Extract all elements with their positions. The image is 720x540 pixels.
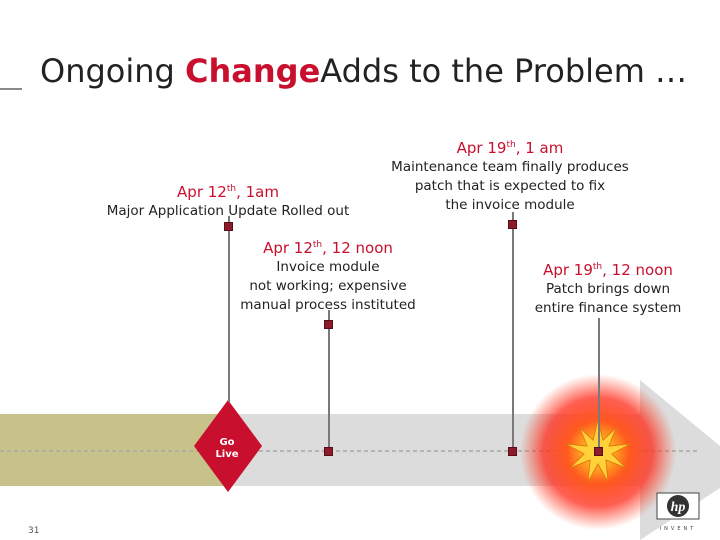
hp-logo-tagline: INVENT	[659, 526, 697, 532]
go-live-label: Go Live	[215, 437, 239, 460]
event-3-desc-1: Maintenance team finally produces	[391, 159, 629, 175]
event-4-date: Apr 19th, 12 noon	[543, 261, 673, 279]
event-2-desc-2: not working; expensive	[249, 278, 407, 294]
event-3-desc-3: the invoice module	[445, 197, 575, 213]
event-stem-2	[328, 310, 330, 452]
title-rule	[0, 88, 22, 90]
event-marker-1	[224, 222, 233, 231]
event-3-desc-2: patch that is expected to fix	[414, 178, 606, 194]
event-stem-1	[228, 216, 230, 402]
event-stem-3	[512, 212, 514, 452]
event-2: Apr 12th, 12 noon Invoice module not wor…	[228, 236, 428, 315]
title-lead: Ongoing	[40, 52, 186, 90]
go-live-diamond	[194, 400, 262, 492]
event-3-date: Apr 19th, 1 am	[456, 139, 564, 157]
track-marker-3	[508, 447, 517, 456]
event-4-desc-1: Patch brings down	[545, 281, 671, 297]
timeline-past-section	[0, 414, 228, 486]
event-3: Apr 19th, 1 am Maintenance team finally …	[378, 136, 642, 215]
event-marker-3	[508, 220, 517, 229]
event-1: Apr 12th, 1am Major Application Update R…	[90, 180, 366, 221]
hp-logo-icon: hp	[656, 492, 700, 520]
event-1-desc: Major Application Update Rolled out	[106, 203, 350, 219]
event-stem-4	[598, 318, 600, 452]
event-4-desc-2: entire finance system	[534, 300, 682, 316]
title-accent-word: Change	[185, 52, 321, 90]
title-rest: Adds to the Problem …	[320, 52, 688, 90]
event-2-date: Apr 12th, 12 noon	[263, 239, 393, 257]
event-marker-2	[324, 320, 333, 329]
event-4: Apr 19th, 12 noon Patch brings down enti…	[522, 258, 694, 318]
event-marker-4	[594, 447, 603, 456]
event-1-date: Apr 12th, 1am	[177, 183, 279, 201]
hp-logo: hp INVENT	[656, 492, 700, 532]
event-2-desc-3: manual process instituted	[240, 297, 416, 313]
event-2-desc-1: Invoice module	[276, 259, 380, 275]
svg-text:hp: hp	[671, 500, 686, 515]
track-marker-2	[324, 447, 333, 456]
page-title: Ongoing ChangeAdds to the Problem …	[40, 52, 687, 90]
page-number: 31	[28, 526, 40, 536]
